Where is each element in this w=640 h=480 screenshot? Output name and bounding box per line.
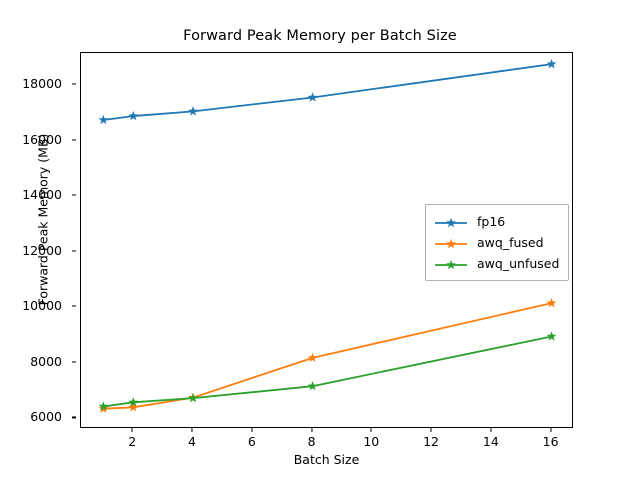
x-tick-label: 16 [542, 434, 559, 449]
x-tick-label: 12 [423, 434, 440, 449]
data-point-marker [307, 352, 318, 363]
y-tick-mark [72, 305, 76, 307]
legend-swatch-icon [433, 257, 469, 271]
series-awq_fused [98, 297, 557, 413]
data-point-marker [98, 401, 109, 411]
series-line [102, 302, 553, 410]
data-point-marker [128, 110, 139, 121]
x-tick-label: 2 [128, 434, 137, 449]
data-point-marker [128, 397, 139, 407]
data-point-marker [546, 58, 557, 69]
data-point-marker [307, 381, 318, 391]
series-line [102, 335, 553, 408]
legend-item-awq_unfused[interactable]: awq_unfused [433, 253, 560, 274]
y-tick-label: 12000 [22, 242, 62, 258]
data-point-marker [546, 331, 557, 341]
y-tick-mark [72, 194, 76, 196]
x-axis-ticks: 2 4 6 8 10 12 14 16 [80, 428, 573, 458]
x-tick-label: 4 [188, 434, 197, 449]
data-point-marker [98, 114, 109, 125]
x-tick-mark [131, 428, 133, 432]
x-axis-label: Batch Size [293, 452, 360, 467]
x-tick-label: 14 [482, 434, 499, 449]
y-tick-mark [72, 250, 76, 252]
x-tick-mark [490, 428, 492, 432]
y-tick-mark [72, 361, 76, 363]
legend-label: awq_unfused [477, 256, 560, 271]
x-tick-label: 10 [363, 434, 380, 449]
series-canvas [98, 58, 557, 413]
data-point-marker [546, 297, 557, 308]
y-axis-ticks: 6000 8000 10000 12000 14000 16000 18000 [0, 52, 76, 428]
plot-area [80, 52, 573, 428]
legend-item-awq_fused[interactable]: awq_fused [433, 232, 560, 253]
x-tick-mark [191, 428, 193, 432]
legend-item-fp16[interactable]: fp16 [433, 211, 560, 232]
y-tick-label: 10000 [22, 298, 62, 314]
legend-label: fp16 [477, 214, 506, 229]
legend-swatch-icon [433, 215, 469, 229]
y-tick-mark [72, 416, 76, 418]
y-tick-mark [72, 138, 76, 141]
y-tick-mark [72, 83, 76, 85]
x-tick-mark [430, 428, 432, 432]
y-tick-label: 16000 [22, 131, 62, 147]
x-tick-label: 8 [307, 434, 316, 449]
y-tick-label: 14000 [22, 186, 62, 202]
data-point-marker [128, 402, 139, 412]
legend-label: awq_fused [477, 235, 544, 250]
series-line [102, 63, 553, 121]
y-tick-label: 8000 [30, 353, 62, 369]
series-fp16 [98, 58, 557, 125]
y-tick-label: 6000 [30, 409, 62, 425]
x-tick-label: 6 [247, 434, 256, 449]
legend-swatch-icon [433, 236, 469, 250]
data-point-marker [188, 392, 198, 403]
x-tick-mark [370, 428, 372, 432]
x-tick-mark [251, 428, 253, 432]
x-tick-mark [550, 428, 552, 432]
data-point-marker [307, 92, 318, 102]
x-tick-mark [311, 428, 313, 432]
y-tick-label: 18000 [22, 75, 62, 91]
chart-title: Forward Peak Memory per Batch Size [183, 28, 457, 44]
series-awq_unfused [98, 331, 557, 411]
chart-legend: fp16 awq_fused awq_unfused [425, 204, 569, 281]
data-point-marker [188, 106, 198, 116]
